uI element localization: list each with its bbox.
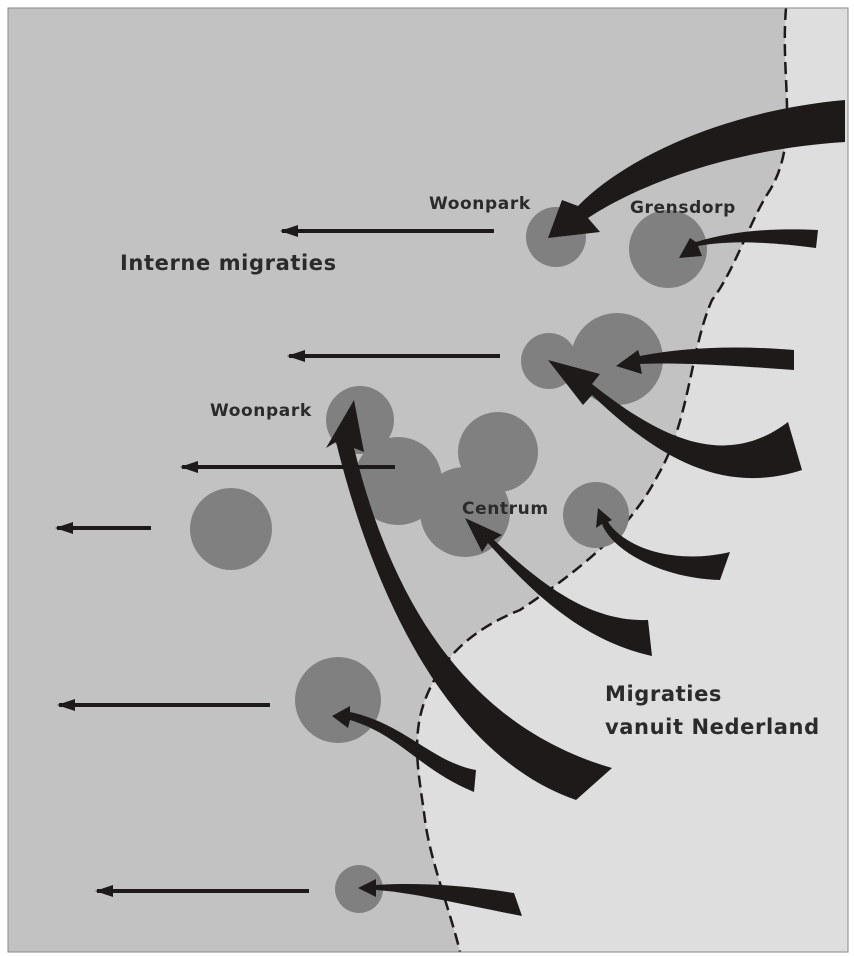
- nl-arrow-mid-large: [548, 360, 802, 479]
- settlement-west: [190, 488, 272, 570]
- internal-migration-arrows: [55, 225, 500, 897]
- label-interne-migraties: Interne migraties: [120, 251, 337, 275]
- nl-arrow-grensdorp: [679, 229, 818, 258]
- label-migraties-line2: vanuit Nederland: [605, 715, 820, 739]
- frame-border: [7, 7, 849, 953]
- label-centrum: Centrum: [462, 499, 549, 519]
- nl-arrow-centrum: [465, 518, 652, 656]
- nl-arrow-east: [596, 508, 730, 580]
- settlement-south: [295, 657, 381, 743]
- nl-arrow-bottom: [358, 879, 522, 916]
- nl-arrow-mid: [616, 347, 794, 374]
- settlement-cluster-a: [354, 437, 442, 525]
- netherlands-migration-arrows: [326, 100, 845, 916]
- label-grensdorp: Grensdorp: [630, 198, 736, 218]
- settlements: [190, 207, 707, 913]
- label-migraties-line1: Migraties: [605, 682, 722, 706]
- nl-arrow-south: [332, 706, 476, 792]
- settlement-mid-large: [571, 313, 663, 405]
- nl-arrow-woonpark-left: [326, 400, 612, 800]
- nl-arrow-woonpark-top: [548, 100, 845, 238]
- label-woonpark-left: Woonpark: [210, 401, 312, 421]
- settlement-grensdorp: [629, 210, 707, 288]
- label-woonpark-top: Woonpark: [429, 194, 531, 214]
- settlement-bottom: [335, 865, 383, 913]
